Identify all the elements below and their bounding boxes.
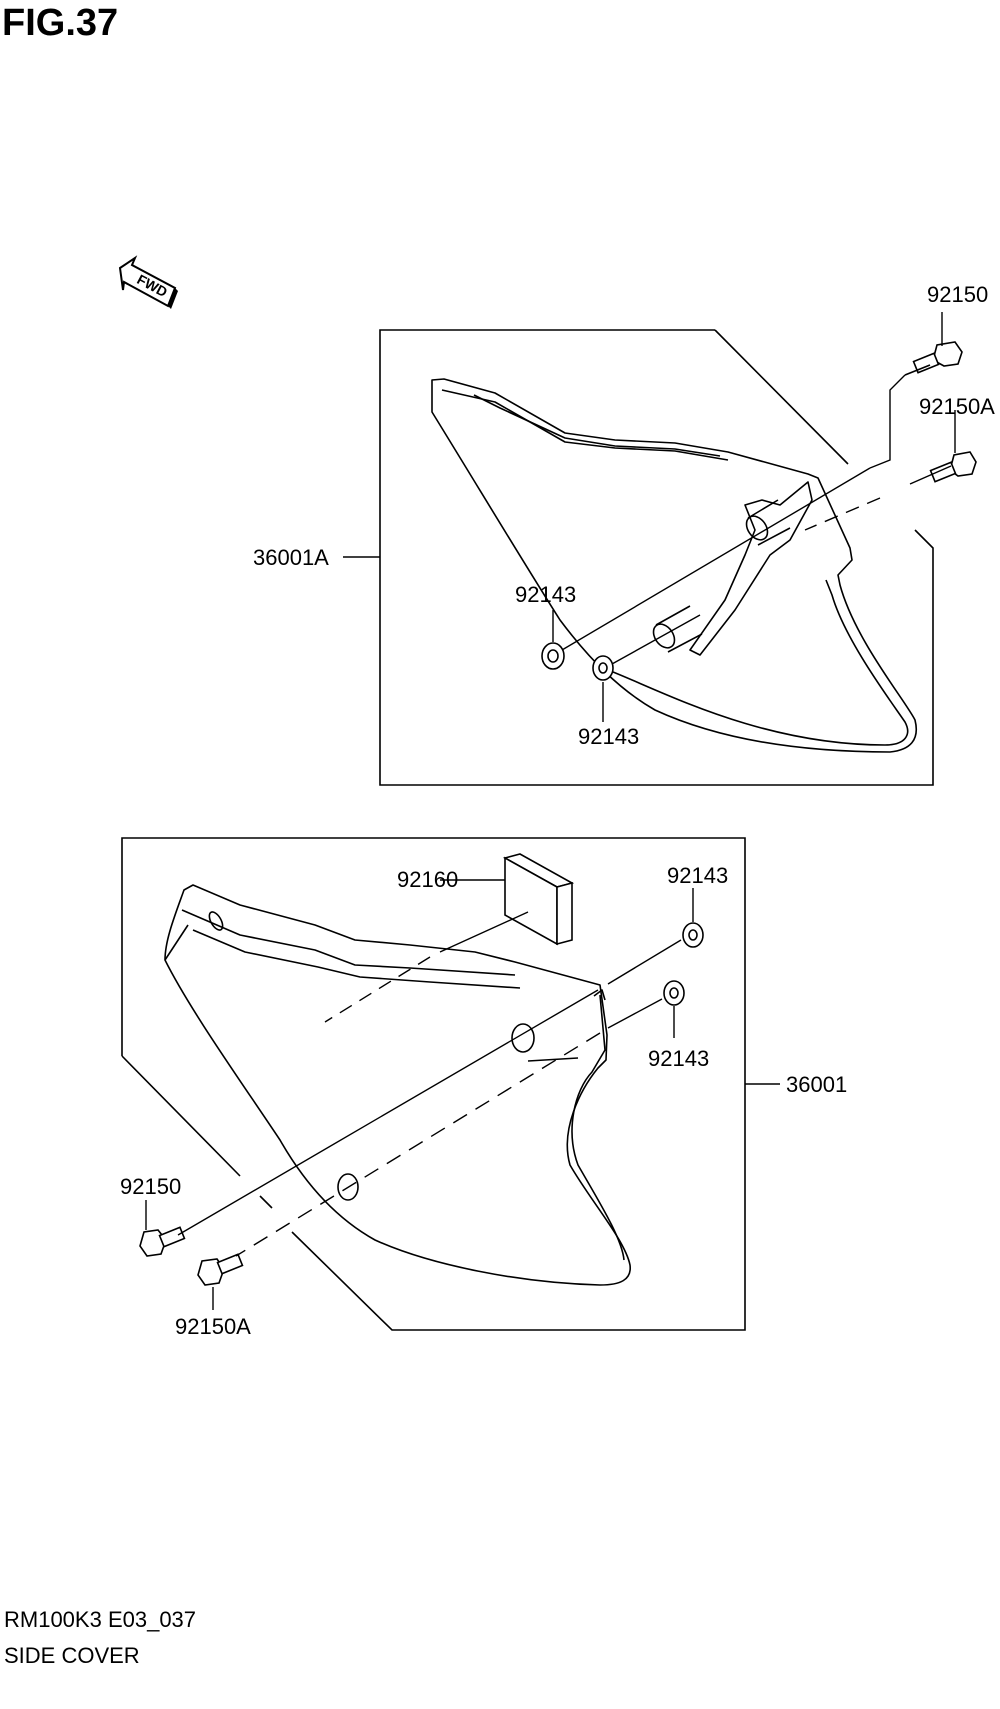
- upper-leader-lines: [343, 312, 956, 722]
- pad-icon: [502, 853, 575, 946]
- upper-assembly-frame: [379, 329, 934, 786]
- figure-title: FIG.37: [2, 2, 119, 44]
- part-number-side-cover-left: 36001A: [253, 545, 329, 570]
- part-number-washer: 92143: [648, 1046, 709, 1071]
- section-name: SIDE COVER: [4, 1643, 140, 1668]
- model-code: RM100K3 E03_037: [4, 1607, 197, 1632]
- bolt-icon: [904, 341, 963, 376]
- bolt-icon: [929, 451, 977, 483]
- washer-icon: [663, 980, 685, 1006]
- washer-icon: [592, 655, 614, 681]
- washer-icon: [682, 922, 704, 948]
- part-number-bolt: 92150: [120, 1174, 181, 1199]
- part-number-washer: 92143: [515, 582, 576, 607]
- part-number-bolt: 92150: [927, 282, 988, 307]
- side-cover-right-shape: [164, 884, 631, 1286]
- fwd-arrow-icon: FWD: [118, 255, 178, 309]
- bolt-icon: [197, 1253, 244, 1286]
- part-number-bolt-a: 92150A: [919, 394, 995, 419]
- lower-leader-lines: [145, 879, 694, 1310]
- part-number-bolt-a: 92150A: [175, 1314, 251, 1339]
- side-cover-left-shape: [431, 378, 917, 753]
- part-number-washer: 92143: [667, 863, 728, 888]
- part-number-side-cover-right: 36001: [786, 1072, 847, 1097]
- lower-assembly-frame: [121, 837, 780, 1331]
- part-number-washer: 92143: [578, 724, 639, 749]
- part-number-pad: 92160: [397, 867, 458, 892]
- washer-icon: [541, 642, 565, 670]
- bolt-icon: [139, 1226, 186, 1257]
